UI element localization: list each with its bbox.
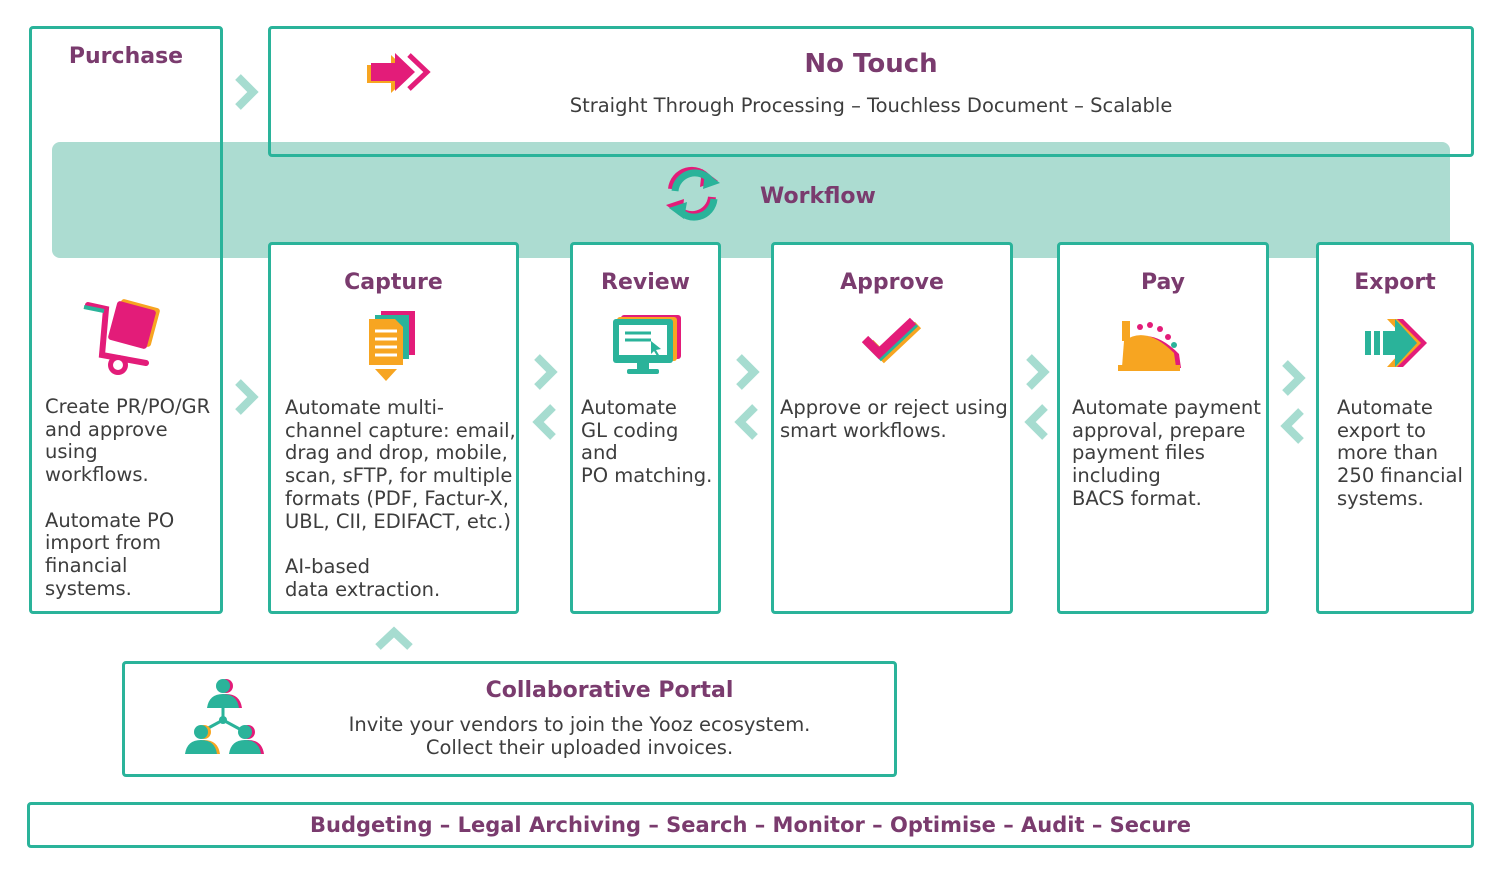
chevron-left-icon bbox=[532, 404, 556, 440]
footer-text: Budgeting – Legal Archiving – Search – M… bbox=[310, 813, 1191, 837]
workflow-band bbox=[52, 142, 1450, 258]
no-touch-subtitle: Straight Through Processing – Touchless … bbox=[569, 94, 1173, 117]
review-title: Review bbox=[601, 270, 690, 295]
chevron-right-icon bbox=[235, 74, 259, 110]
checkmark-icon bbox=[862, 317, 922, 364]
trolley-icon bbox=[83, 299, 160, 375]
chevron-right-icon bbox=[1026, 354, 1050, 390]
portal-line1: Invite your vendors to join the Yooz eco… bbox=[348, 713, 811, 736]
pay-box: Pay Automate payment approval, prepare p… bbox=[1057, 242, 1269, 614]
chevron-right-icon bbox=[736, 354, 760, 390]
purchase-box: Purchase Create PR/PO/GR and approve usi… bbox=[29, 26, 223, 614]
pay-text: Automate payment approval, prepare payme… bbox=[1072, 396, 1261, 510]
portal-title: Collaborative Portal bbox=[485, 678, 734, 703]
portal-line2: Collect their uploaded invoices. bbox=[425, 736, 734, 759]
chevron-up-icon bbox=[375, 626, 413, 650]
pay-title: Pay bbox=[1140, 270, 1186, 295]
review-text: Automate GL coding and PO matching. bbox=[581, 396, 713, 488]
workflow-label: Workflow bbox=[760, 184, 876, 209]
approve-title: Approve bbox=[840, 270, 944, 295]
people-network-icon bbox=[185, 679, 264, 754]
purchase-text: Create PR/PO/GR and approve using workfl… bbox=[45, 395, 211, 600]
refresh-icon bbox=[666, 166, 720, 221]
chevron-left-icon bbox=[1280, 408, 1304, 444]
chevron-right-icon bbox=[534, 354, 558, 390]
export-box: Export Automate export to more than 250 … bbox=[1316, 242, 1474, 614]
no-touch-box: No Touch Straight Through Processing – T… bbox=[268, 26, 1474, 157]
capture-box: Capture Automate multi- channel capture:… bbox=[268, 242, 519, 614]
monitor-icon bbox=[613, 315, 681, 374]
document-icon bbox=[369, 311, 415, 381]
approve-box: Approve Approve or reject using smart wo… bbox=[771, 242, 1013, 614]
cash-register-icon bbox=[1118, 321, 1181, 371]
export-text: Automate export to more than 250 financi… bbox=[1337, 396, 1463, 510]
double-arrow-icon bbox=[367, 53, 431, 93]
chevron-left-icon bbox=[734, 404, 758, 440]
portal-box: Collaborative Portal Invite your vendors… bbox=[122, 661, 897, 777]
no-touch-title: No Touch bbox=[804, 49, 938, 79]
review-box: Review Automate GL coding and PO matchin… bbox=[570, 242, 721, 614]
purchase-title: Purchase bbox=[68, 44, 184, 69]
approve-text: Approve or reject using smart workflows. bbox=[780, 396, 1008, 442]
footer-box: Budgeting – Legal Archiving – Search – M… bbox=[27, 802, 1474, 848]
chevron-left-icon bbox=[1024, 404, 1048, 440]
export-title: Export bbox=[1354, 270, 1436, 295]
chevron-right-icon bbox=[1282, 360, 1306, 396]
chevron-right-icon bbox=[235, 379, 259, 415]
capture-text: Automate multi- channel capture: email, … bbox=[285, 396, 516, 601]
capture-title: Capture bbox=[344, 270, 443, 295]
export-arrow-icon bbox=[1365, 319, 1427, 367]
